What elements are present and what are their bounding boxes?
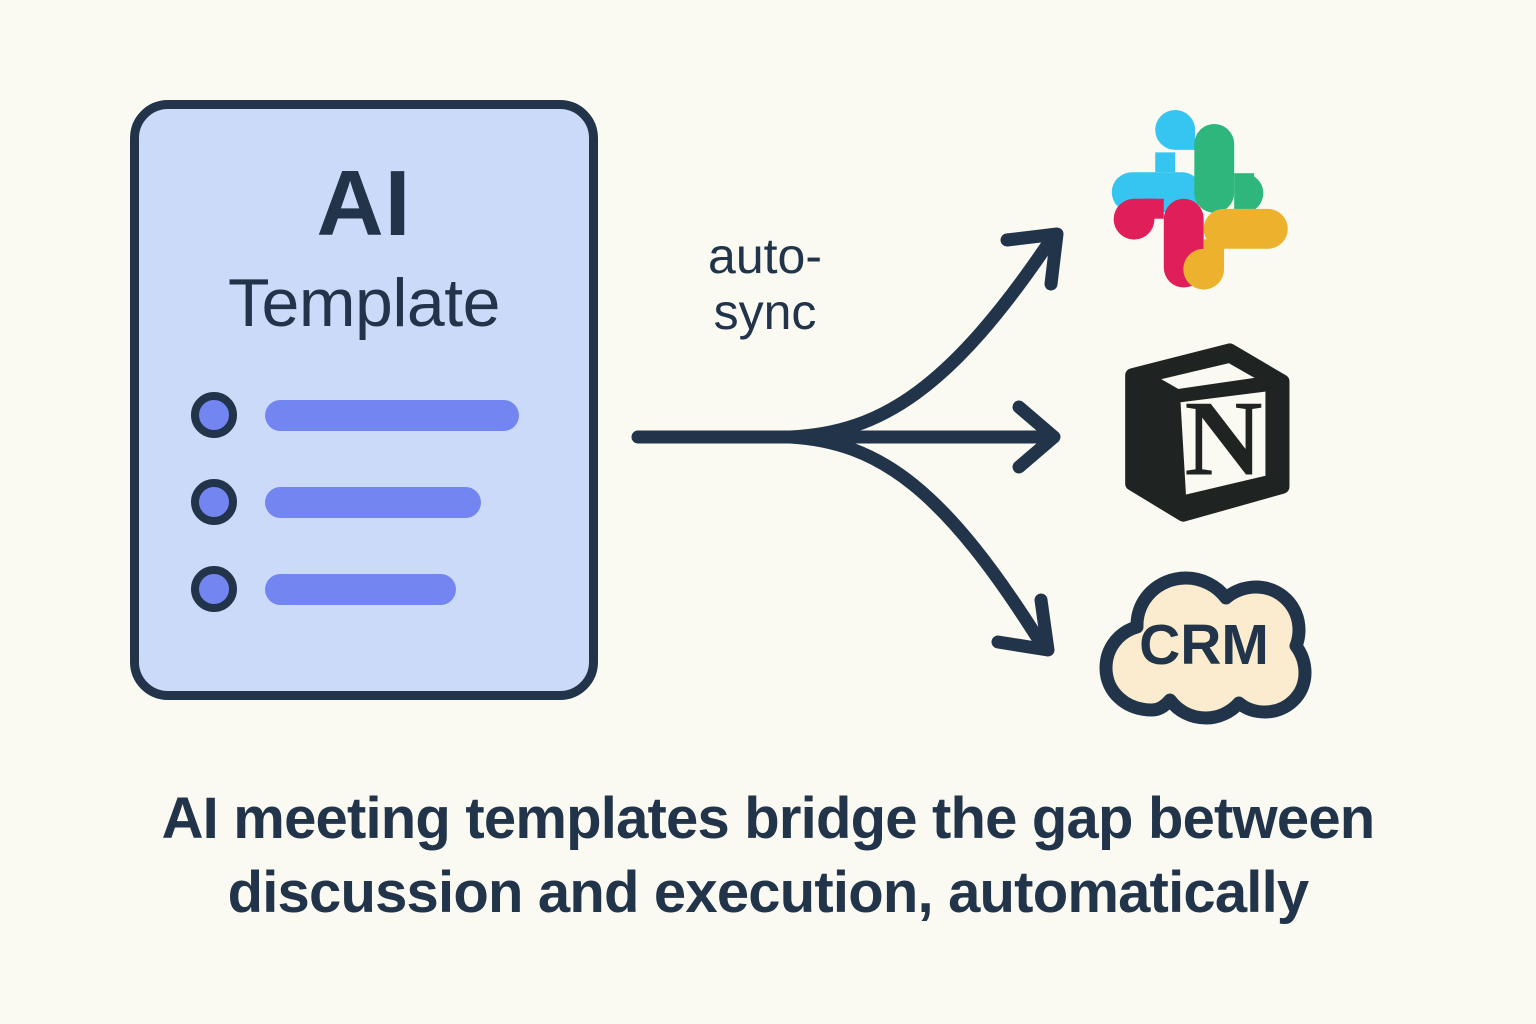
checklist-bullet-icon xyxy=(191,479,237,525)
checklist-bar xyxy=(265,573,456,605)
checklist-row xyxy=(191,479,565,525)
caption-text: AI meeting templates bridge the gap betw… xyxy=(161,786,1376,925)
crm-cloud: CRM xyxy=(1092,552,1316,734)
checklist-bar xyxy=(265,399,519,431)
card-title-template: Template xyxy=(228,265,500,341)
checklist-bullet-icon xyxy=(191,566,237,612)
auto-sync-arrows xyxy=(631,227,1064,657)
checklist xyxy=(191,392,565,612)
svg-text:N: N xyxy=(1184,378,1262,498)
checklist-bar xyxy=(265,486,481,518)
crm-label: CRM xyxy=(1139,613,1269,677)
checklist-row xyxy=(191,392,565,438)
arrow-to-crm-icon xyxy=(783,430,1055,657)
notion-icon: N xyxy=(1125,343,1290,522)
slack-icon xyxy=(1104,110,1294,300)
auto-sync-label: auto- sync xyxy=(708,228,822,340)
checklist-row xyxy=(191,566,565,612)
cloud-icon xyxy=(1099,571,1312,725)
card-title-ai: AI xyxy=(316,151,412,255)
ai-template-card: AI Template xyxy=(130,100,598,700)
checklist-bullet-icon xyxy=(191,392,237,438)
notion-n-glyph: N xyxy=(1184,378,1262,498)
